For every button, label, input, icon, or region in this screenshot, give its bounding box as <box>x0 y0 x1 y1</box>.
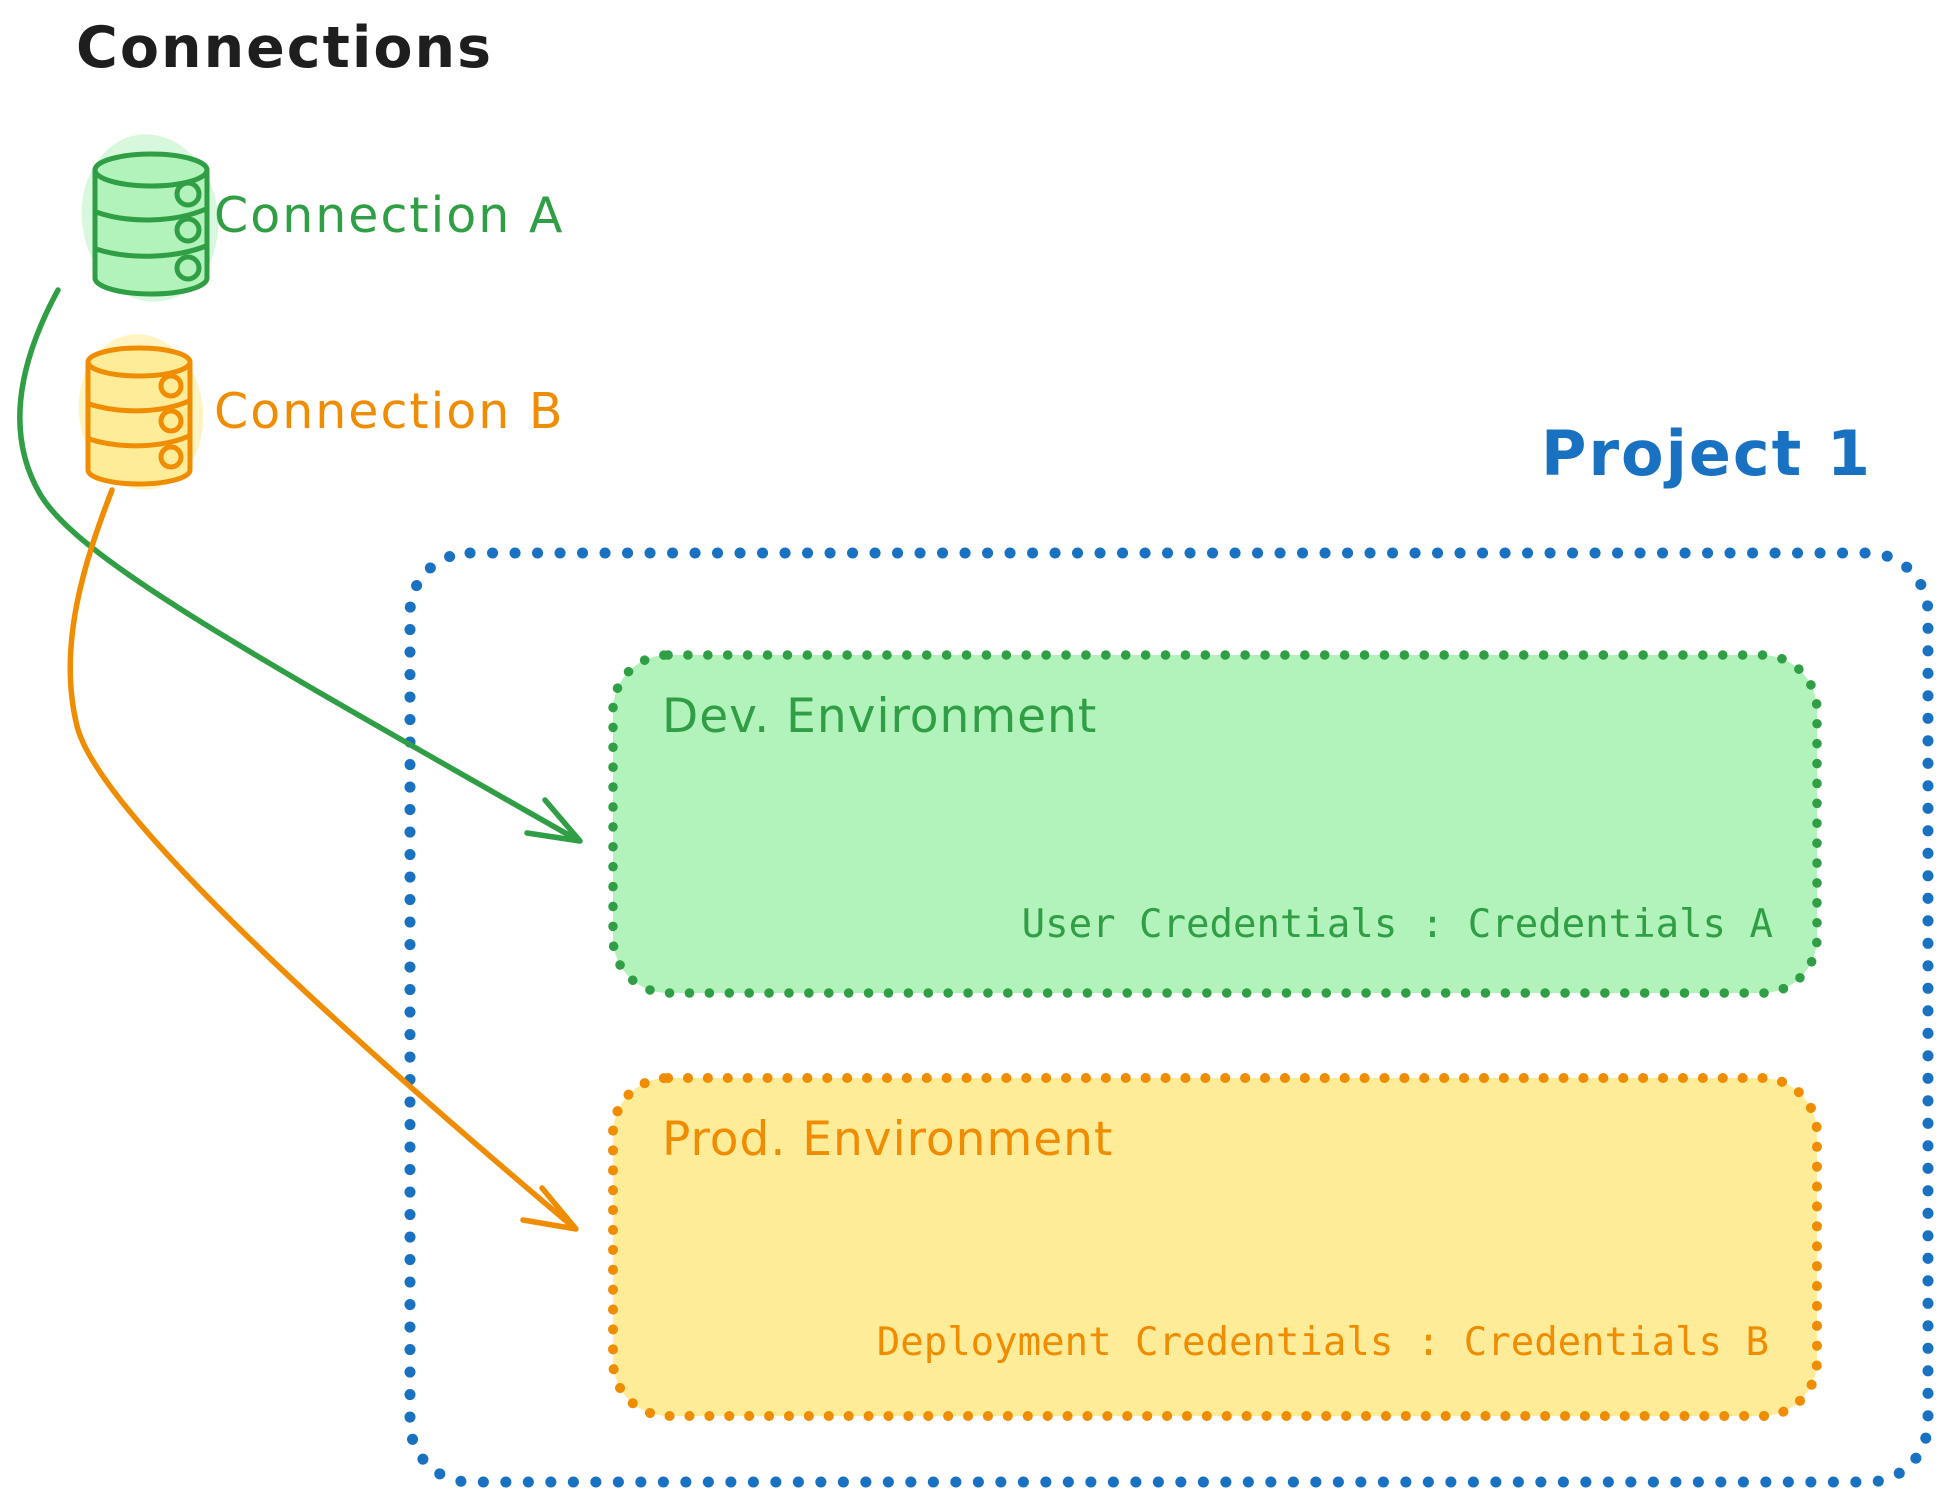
connection-a-label: Connection A <box>214 187 565 244</box>
dev-environment-title: Dev. Environment <box>662 689 1098 744</box>
project-box <box>404 547 1934 1488</box>
dev-environment-box <box>608 650 1822 998</box>
project-title: Project 1 <box>1541 417 1873 490</box>
page-title: Connections <box>76 15 494 81</box>
dev-credentials-text: User Credentials : Credentials A <box>1021 902 1773 947</box>
arrowhead-icon <box>524 797 583 844</box>
arrow-connection-a-to-dev <box>17 287 583 844</box>
prod-environment-box <box>608 1073 1822 1421</box>
prod-credentials-text: Deployment Credentials : Credentials B <box>876 1320 1769 1365</box>
database-icon-connection-b <box>78 334 204 490</box>
arrow-connection-b-to-prod <box>67 487 579 1232</box>
arrowhead-icon <box>520 1185 579 1232</box>
prod-environment-title: Prod. Environment <box>662 1112 1114 1167</box>
database-icon-connection-a <box>81 134 219 302</box>
connection-b-label: Connection B <box>214 383 565 440</box>
